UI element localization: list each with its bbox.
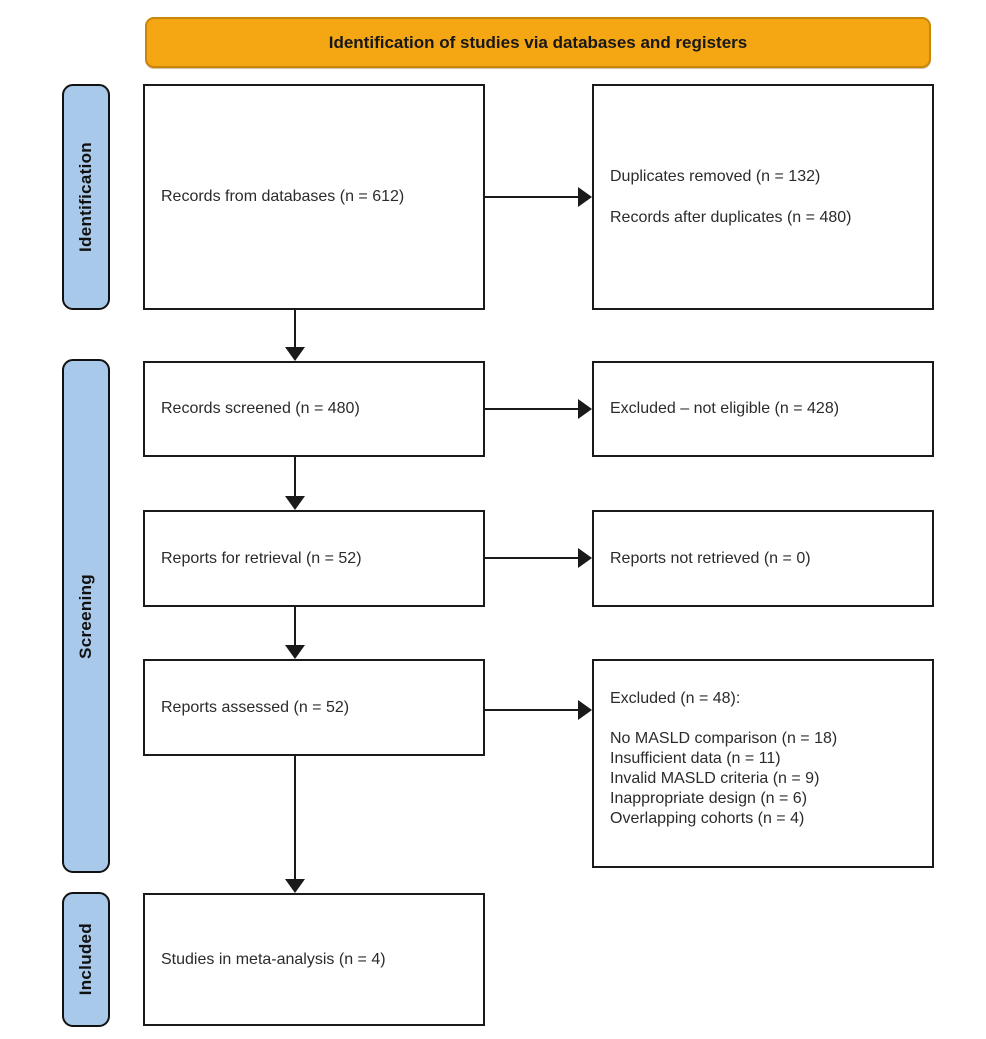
- excluded-reason-1: No MASLD comparison (n = 18): [610, 730, 838, 747]
- excluded-reason-5: Overlapping cohorts (n = 4): [610, 810, 805, 827]
- stage-label-identification: Identification: [76, 142, 95, 252]
- box-studies-meta-analysis: Studies in meta-analysis (n = 4): [143, 893, 485, 1026]
- box-reports-not-retrieved-text: Reports not retrieved (n = 0): [610, 549, 811, 567]
- spacer: [610, 709, 918, 729]
- excluded-reason-3: Invalid MASLD criteria (n = 9): [610, 770, 820, 787]
- arrow-right-records-to-duplicates: [485, 187, 592, 207]
- box-records-databases-text: Records from databases (n = 612): [161, 188, 405, 205]
- arrow-head-icon: [285, 879, 305, 893]
- excluded-reason-2: Insufficient data (n = 11): [610, 750, 781, 767]
- excluded-heading: Excluded (n = 48):: [610, 690, 741, 707]
- box-excluded-not-eligible: Excluded – not eligible (n = 428): [592, 361, 934, 457]
- box-excluded-reasons: Excluded (n = 48): No MASLD comparison (…: [592, 659, 934, 868]
- arrow-shaft: [485, 557, 581, 559]
- stage-bar-screening: Screening: [62, 359, 110, 873]
- arrow-head-icon: [578, 700, 592, 720]
- stage-label-screening: Screening: [76, 573, 95, 659]
- arrow-shaft: [294, 457, 296, 499]
- arrow-shaft: [485, 408, 581, 410]
- arrow-head-icon: [578, 399, 592, 419]
- box-excluded-not-eligible-text: Excluded – not eligible (n = 428): [610, 400, 840, 417]
- box-reports-retrieval-text: Reports for retrieval (n = 52): [161, 549, 362, 567]
- stage-label-included: Included: [76, 923, 95, 996]
- arrow-head-icon: [285, 347, 305, 361]
- arrow-right-retrieval-to-not-retrieved: [485, 548, 592, 568]
- arrow-head-icon: [285, 496, 305, 510]
- box-records-screened-text: Records screened (n = 480): [161, 400, 360, 417]
- arrow-shaft: [485, 196, 581, 198]
- arrow-shaft: [294, 310, 296, 350]
- arrow-right-assessed-to-excluded-reasons: [485, 700, 592, 720]
- arrow-head-icon: [578, 548, 592, 568]
- arrow-right-screened-to-excluded: [485, 399, 592, 419]
- arrow-down-screened-to-retrieval: [285, 457, 305, 510]
- box-duplicates: Duplicates removed (n = 132) Records aft…: [592, 84, 934, 310]
- box-records-after-duplicates-text: Records after duplicates (n = 480): [610, 208, 852, 226]
- box-records-screened: Records screened (n = 480): [143, 361, 485, 457]
- arrow-shaft: [294, 607, 296, 648]
- box-reports-assessed-text: Reports assessed (n = 52): [161, 698, 350, 716]
- arrow-head-icon: [285, 645, 305, 659]
- arrow-head-icon: [578, 187, 592, 207]
- stage-bar-included: Included: [62, 892, 110, 1027]
- box-records-databases: Records from databases (n = 612): [143, 84, 485, 310]
- box-duplicates-removed-text: Duplicates removed (n = 132): [610, 167, 821, 185]
- stage-bar-identification: Identification: [62, 84, 110, 310]
- arrow-down-records-to-screened: [285, 310, 305, 361]
- excluded-reason-4: Inappropriate design (n = 6): [610, 790, 808, 807]
- box-reports-not-retrieved: Reports not retrieved (n = 0): [592, 510, 934, 607]
- arrow-shaft: [485, 709, 581, 711]
- box-studies-meta-analysis-text: Studies in meta-analysis (n = 4): [161, 950, 386, 968]
- arrow-down-assessed-to-included: [285, 756, 305, 893]
- box-reports-retrieval: Reports for retrieval (n = 52): [143, 510, 485, 607]
- box-reports-assessed: Reports assessed (n = 52): [143, 659, 485, 756]
- banner-title: Identification of studies via databases …: [145, 17, 931, 68]
- arrow-shaft: [294, 756, 296, 882]
- arrow-down-retrieval-to-assessed: [285, 607, 305, 659]
